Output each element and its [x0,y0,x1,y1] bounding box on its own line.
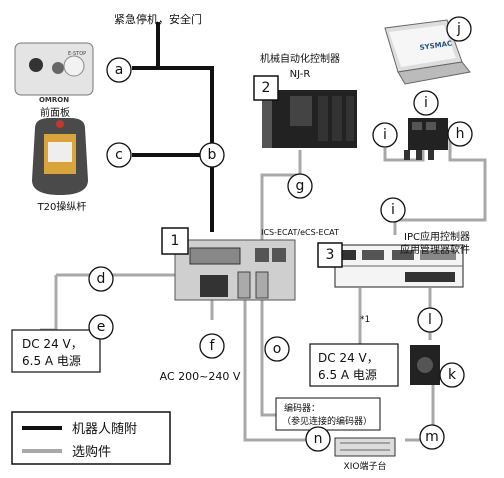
legend: 机器人随附 选购件 [11,411,171,465]
front-panel-label: 前面板 [40,106,70,119]
callout-j: j [446,16,472,42]
svg-text:o: o [273,341,282,357]
ethercat-label: ICS-ECAT/eCS-ECAT [261,228,339,237]
callout-h: h [447,121,473,147]
footnote-marker: *1 [360,315,370,325]
front-panel-device: E-STOP OMRON [14,42,94,104]
callout-i-1: i [413,90,439,116]
dc1-line1: DC 24 V， [22,337,83,351]
svg-text:l: l [428,312,432,328]
callout-c: c [106,142,132,168]
omron-logo: OMRON [39,96,69,104]
callout-l: l [417,307,443,333]
included-cables [132,22,214,232]
dc-power-box-1 [11,329,101,373]
callout-i-3: i [380,197,406,223]
svg-text:m: m [425,429,439,445]
camera-interface-device [404,118,448,160]
number-box-2: 2 [253,75,279,101]
svg-text:c: c [115,147,123,163]
ipc-controller-device [334,244,464,288]
svg-text:3: 3 [326,247,335,263]
svg-text:i: i [424,95,428,111]
nj-model: NJ-R [290,69,311,80]
svg-text:f: f [210,338,216,354]
t20-label: T20操纵杆 [37,200,87,213]
robot-controller-device [174,239,296,301]
svg-text:E-STOP: E-STOP [68,51,86,57]
nj-title: 机械自动化控制器 [260,52,340,65]
encoder-line1: 编码器： [284,402,320,414]
svg-text:g: g [296,178,305,194]
svg-text:i: i [391,202,395,218]
dc1-line2: 6.5 A 电源 [22,354,81,368]
xio-terminal-block [334,437,396,457]
number-box-3: 3 [317,242,343,268]
callout-g: g [287,173,313,199]
svg-text:d: d [97,271,106,287]
ipc-title: IPC应用控制器 [404,230,470,243]
svg-text:2: 2 [262,80,271,96]
dc2-line1: DC 24 V， [318,351,379,365]
number-box-1: 1 [161,227,189,255]
callout-k: k [439,362,465,388]
callout-e: e [88,314,114,340]
encoder-box [275,397,381,431]
dc-power-box-2 [309,343,399,387]
callout-m: m [419,424,445,450]
encoder-line2: （参见连接的编码器） [282,415,372,427]
svg-text:a: a [115,62,124,78]
ac-label: AC 200~240 V [160,370,241,383]
svg-text:h: h [456,126,465,142]
ipc-subtitle: 应用管理器软件 [400,243,470,256]
camera-device [410,345,440,385]
callout-i-2: i [372,122,398,148]
callout-o: o [264,336,290,362]
callout-f: f [199,333,225,359]
t20-pendant-device [32,118,88,195]
svg-text:b: b [208,147,217,163]
xio-label: XIO端子台 [344,460,387,472]
svg-text:n: n [314,431,323,447]
callout-a: a [106,57,132,83]
svg-text:k: k [448,367,457,383]
legend-optional-label: 选购件 [72,444,111,460]
svg-text:i: i [383,127,387,143]
svg-text:e: e [97,319,106,335]
dc2-line2: 6.5 A 电源 [318,368,377,382]
legend-included-label: 机器人随附 [72,422,137,437]
callout-n: n [305,426,331,452]
emergency-stop-label: 紧急停机，安全门 [114,12,202,26]
svg-text:1: 1 [171,233,180,249]
laptop-device: SYSMAC [384,19,471,85]
svg-text:j: j [456,21,461,37]
callout-d: d [88,266,114,292]
callout-b: b [199,142,225,168]
